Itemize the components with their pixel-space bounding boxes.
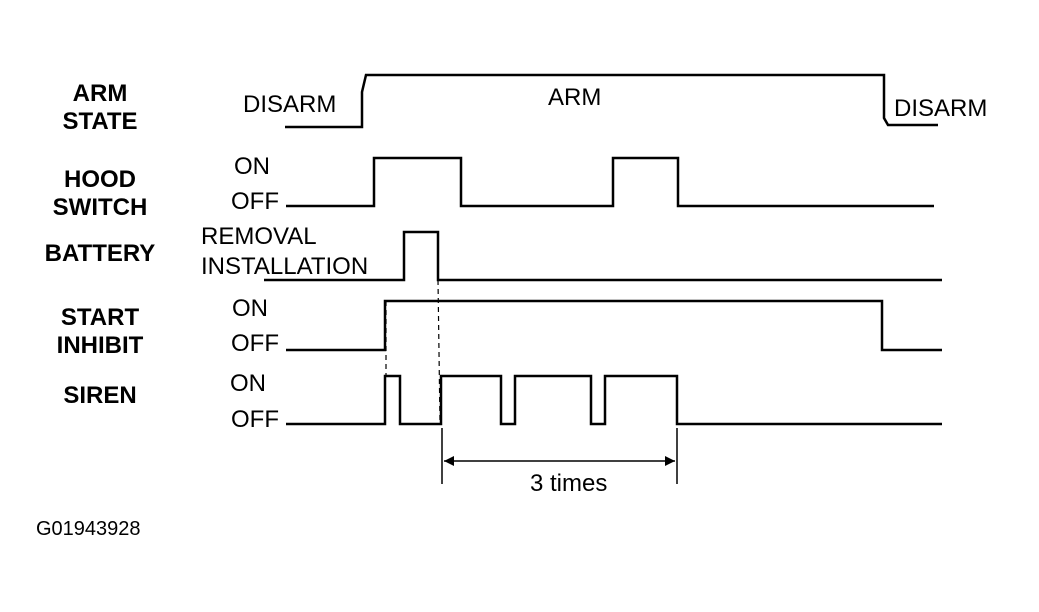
level-arm-state-disarm-start: DISARM	[243, 91, 337, 118]
signal-label-start-inhibit: START INHIBIT	[20, 304, 180, 360]
signal-label-arm-state-line2: STATE	[62, 108, 138, 135]
signal-label-siren: SIREN	[20, 382, 180, 410]
level-arm-state-arm: ARM	[548, 84, 602, 111]
arm-state-waveform	[285, 73, 938, 129]
level-battery-installation: INSTALLATION	[201, 253, 369, 280]
level-hood-switch-on: ON	[234, 153, 270, 180]
signal-label-arm-state: ARM STATE	[20, 80, 180, 136]
sync-dash-battery	[437, 279, 441, 425]
level-arm-state-disarm-end: DISARM	[894, 95, 988, 122]
hood-switch-waveform	[286, 156, 934, 208]
level-siren-off: OFF	[231, 406, 279, 433]
signal-label-start-inhibit-line1: START	[60, 304, 140, 331]
signal-label-hood-switch: HOOD SWITCH	[20, 166, 180, 222]
level-start-inhibit-on: ON	[232, 295, 268, 322]
siren-waveform	[286, 374, 942, 426]
battery-waveform	[264, 230, 942, 282]
signal-label-battery-line1: BATTERY	[44, 240, 156, 267]
signal-label-battery: BATTERY	[20, 240, 180, 268]
signal-label-siren-line1: SIREN	[63, 382, 137, 409]
signal-label-arm-state-line1: ARM	[72, 80, 128, 107]
level-battery-removal: REMOVAL	[201, 223, 317, 250]
level-siren-on: ON	[230, 370, 266, 397]
level-hood-switch-off: OFF	[231, 188, 279, 215]
level-start-inhibit-off: OFF	[231, 330, 279, 357]
signal-label-start-inhibit-line2: INHIBIT	[56, 332, 144, 359]
start-inhibit-waveform	[286, 299, 942, 352]
figure-id: G01943928	[36, 518, 141, 540]
signal-label-hood-switch-line1: HOOD	[64, 166, 136, 193]
repeat-count-label: 3 times	[530, 470, 608, 497]
signal-label-hood-switch-line2: SWITCH	[52, 194, 148, 221]
